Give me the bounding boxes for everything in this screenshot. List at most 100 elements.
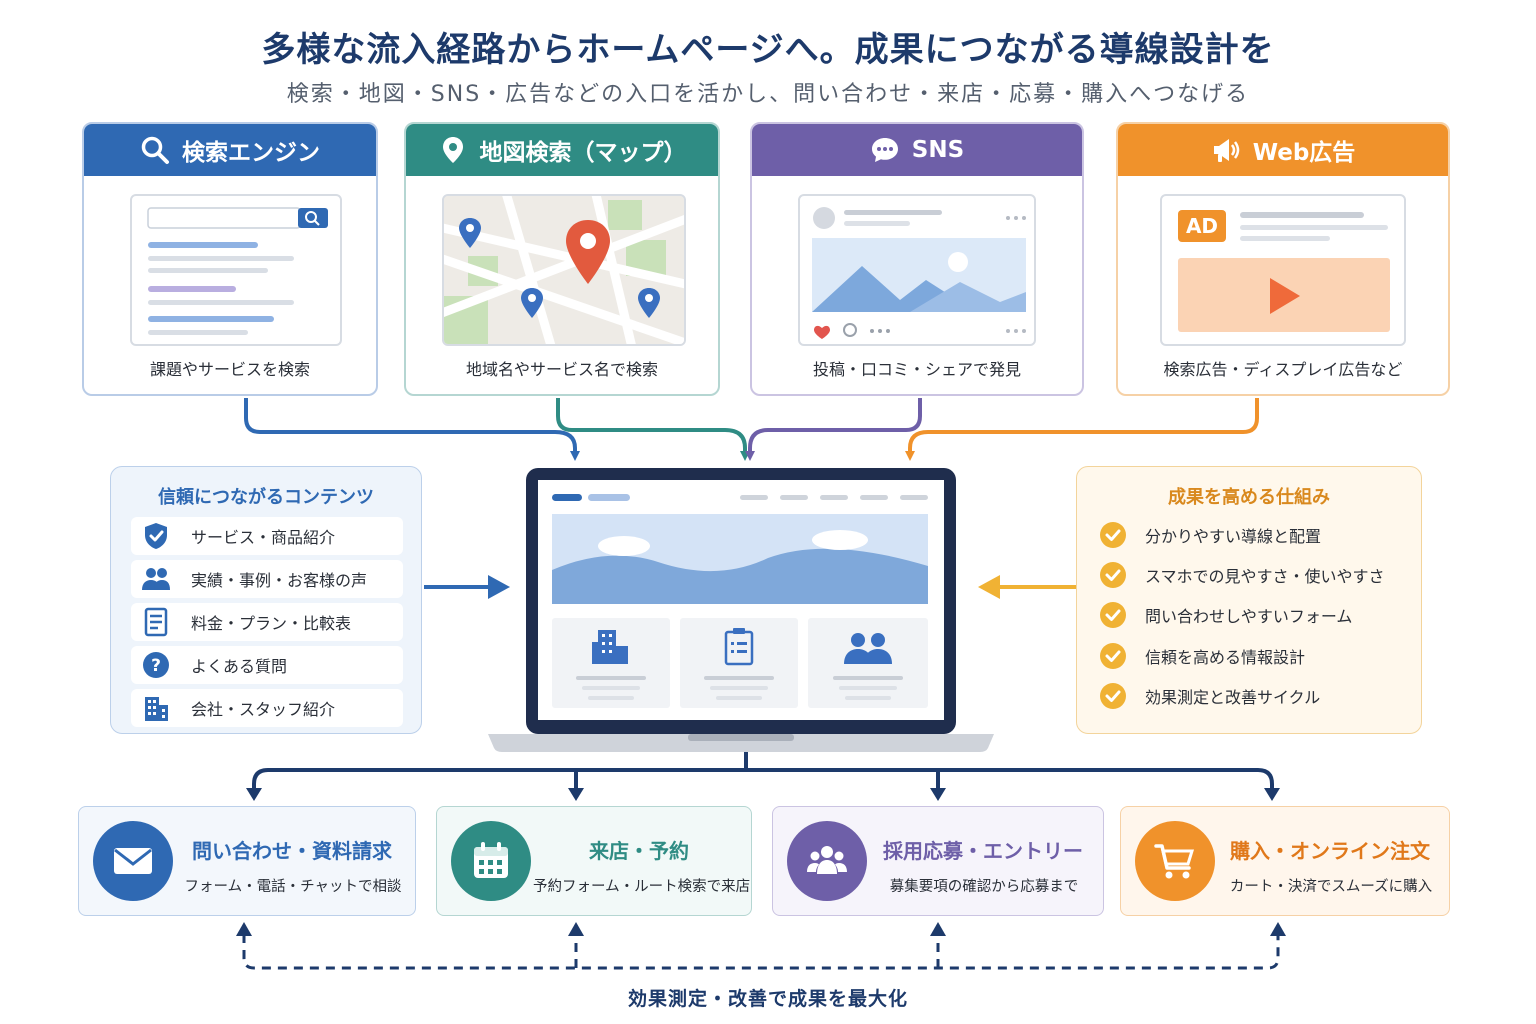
- feedback-arrowheads: [236, 922, 1286, 936]
- outcome-desc: 募集要項の確認から応募まで: [889, 879, 1079, 895]
- mechanism-panel: 成果を高める仕組み 分かりやすい導線と配置 スマホでの見やすさ・使いやすさ 問い…: [1076, 466, 1422, 734]
- arrow-search: [244, 398, 580, 461]
- outcome-title: 来店・予約: [589, 839, 689, 863]
- outcome-desc: カート・決済でスムーズに購入: [1229, 879, 1433, 895]
- content-item-label: 会社・スタッフ紹介: [191, 700, 336, 719]
- outcome-title: 購入・オンライン注文: [1230, 839, 1430, 863]
- outcome-desc: 予約フォーム・ルート検索で来店: [533, 879, 751, 895]
- outcome-card-visit: 来店・予約 予約フォーム・ルート検索で来店: [436, 806, 752, 916]
- content-item-pricing: 料金・プラン・比較表: [131, 603, 403, 641]
- check-circle-icon: [1100, 683, 1126, 709]
- content-item-faq: ? よくある質問: [131, 646, 403, 684]
- mechanism-item-info: 信頼を高める情報設計: [1099, 638, 1305, 674]
- map-pin-small-2: [521, 288, 543, 318]
- outcome-icon-inquiry: [93, 821, 173, 901]
- search-icon: [141, 136, 169, 164]
- content-panel-title: 信頼につながるコンテンツ: [158, 487, 374, 508]
- content-item-label: 実績・事例・お客様の声: [191, 571, 368, 590]
- source-header-search: 検索エンジン: [84, 124, 376, 176]
- page-subtitle: 検索・地図・SNS・広告などの入口を活かし、問い合わせ・来店・応募・購入へつなげ…: [286, 82, 1250, 107]
- source-caption-map: 地域名やサービス名で検索: [465, 360, 658, 379]
- source-title-map: 地図検索（マップ）: [479, 140, 687, 166]
- check-circle-icon: [1100, 562, 1126, 588]
- shield-check-icon: [145, 523, 167, 549]
- mechanism-item-measure: 効果測定と改善サイクル: [1099, 678, 1320, 714]
- feedback-loop: [242, 934, 1280, 970]
- outcome-icon-purchase: [1135, 821, 1215, 901]
- chat-bubble-icon: [871, 138, 898, 162]
- check-circle-icon: [1100, 643, 1126, 669]
- content-item-label: サービス・商品紹介: [191, 528, 336, 547]
- content-panel: 信頼につながるコンテンツ サービス・商品紹介 実績・事例・お客様の声 料金・プラ…: [110, 466, 422, 734]
- source-to-site-arrows: [244, 398, 1259, 461]
- mechanism-item-label: 分かりやすい導線と配置: [1145, 527, 1322, 546]
- source-card-search: 検索エンジン 課題やサービスを検索: [82, 122, 378, 396]
- svg-text:?: ?: [151, 656, 161, 676]
- feedback-label: 効果測定・改善で成果を最大化: [627, 988, 908, 1010]
- search-results-illustration: [130, 194, 342, 346]
- outcome-arrowheads: [246, 788, 1280, 801]
- people-icon: [807, 846, 847, 874]
- map-pin-small-3: [638, 288, 660, 318]
- map-pin-main: [566, 220, 610, 284]
- mechanism-item-label: スマホでの見やすさ・使いやすさ: [1145, 567, 1385, 586]
- megaphone-icon: [1213, 139, 1239, 162]
- outcome-icon-recruit: [787, 821, 867, 901]
- check-circle-icon: [1100, 602, 1126, 628]
- source-title-ads: Web広告: [1252, 140, 1356, 166]
- document-icon: [144, 607, 168, 637]
- site-clipboard-icon: [724, 628, 754, 666]
- mechanism-item-label: 問い合わせしやすいフォーム: [1145, 607, 1353, 626]
- outcome-title: 問い合わせ・資料請求: [192, 839, 392, 863]
- map-pin-small-1: [459, 218, 481, 248]
- source-caption-ads: 検索広告・ディスプレイ広告など: [1163, 360, 1403, 379]
- ad-illustration: AD: [1160, 194, 1406, 346]
- mail-icon: [114, 848, 152, 874]
- outcome-desc: フォーム・電話・チャットで相談: [184, 879, 402, 895]
- site-people-icon: [844, 633, 892, 664]
- source-header-ads: Web広告: [1118, 124, 1448, 176]
- mechanism-item-flow: 分かりやすい導線と配置: [1099, 517, 1321, 553]
- page-title: 多様な流入経路からホームページへ。成果につながる導線設計を: [261, 30, 1275, 70]
- source-card-ads: Web広告 AD 検索広告・ディスプレイ広告など: [1116, 122, 1450, 396]
- cart-icon: [1154, 844, 1195, 879]
- mechanism-item-form: 問い合わせしやすいフォーム: [1099, 597, 1352, 633]
- calendar-icon: [474, 842, 508, 878]
- content-item-label: よくある質問: [191, 657, 288, 676]
- mechanism-item-mobile: スマホでの見やすさ・使いやすさ: [1099, 557, 1385, 593]
- mechanism-item-label: 効果測定と改善サイクル: [1145, 688, 1321, 707]
- site-to-outcome-arrows: [252, 752, 1274, 796]
- mechanism-item-label: 信頼を高める情報設計: [1145, 648, 1306, 667]
- check-circle-icon: [1100, 522, 1126, 548]
- sns-post-illustration: [798, 194, 1036, 346]
- source-header-sns: SNS: [752, 124, 1082, 176]
- source-caption-search: 課題やサービスを検索: [149, 360, 310, 379]
- laptop-website: [488, 466, 994, 756]
- arrow-sns: [745, 398, 922, 461]
- panel-arrows: [424, 575, 1076, 599]
- outcome-card-recruit: 採用応募・エントリー 募集要項の確認から応募まで: [772, 806, 1104, 916]
- source-title-sns: SNS: [911, 137, 965, 163]
- source-title-search: 検索エンジン: [182, 140, 320, 166]
- ad-badge: AD: [1178, 210, 1226, 242]
- content-item-label: 料金・プラン・比較表: [191, 614, 352, 633]
- source-card-map: 地図検索（マップ） 地域名やサービス名で検索: [404, 122, 720, 396]
- outcome-card-purchase: 購入・オンライン注文 カート・決済でスムーズに購入: [1120, 806, 1450, 916]
- content-item-results: 実績・事例・お客様の声: [131, 560, 403, 598]
- building-icon: [145, 697, 168, 721]
- outcome-icon-visit: [451, 821, 531, 901]
- content-item-company: 会社・スタッフ紹介: [131, 689, 403, 727]
- site-building-icon: [592, 630, 628, 664]
- arrow-ads: [905, 398, 1259, 461]
- outcome-title: 採用応募・エントリー: [883, 839, 1083, 863]
- mechanism-panel-title: 成果を高める仕組み: [1168, 487, 1330, 508]
- content-item-services: サービス・商品紹介: [131, 517, 403, 555]
- source-header-map: 地図検索（マップ）: [406, 124, 718, 176]
- users-icon: [142, 568, 170, 590]
- outcome-card-inquiry: 問い合わせ・資料請求 フォーム・電話・チャットで相談: [78, 806, 416, 916]
- arrow-map: [556, 398, 750, 461]
- map-illustration: [442, 194, 686, 346]
- map-pin-icon: [442, 137, 463, 163]
- question-icon: ?: [143, 652, 169, 678]
